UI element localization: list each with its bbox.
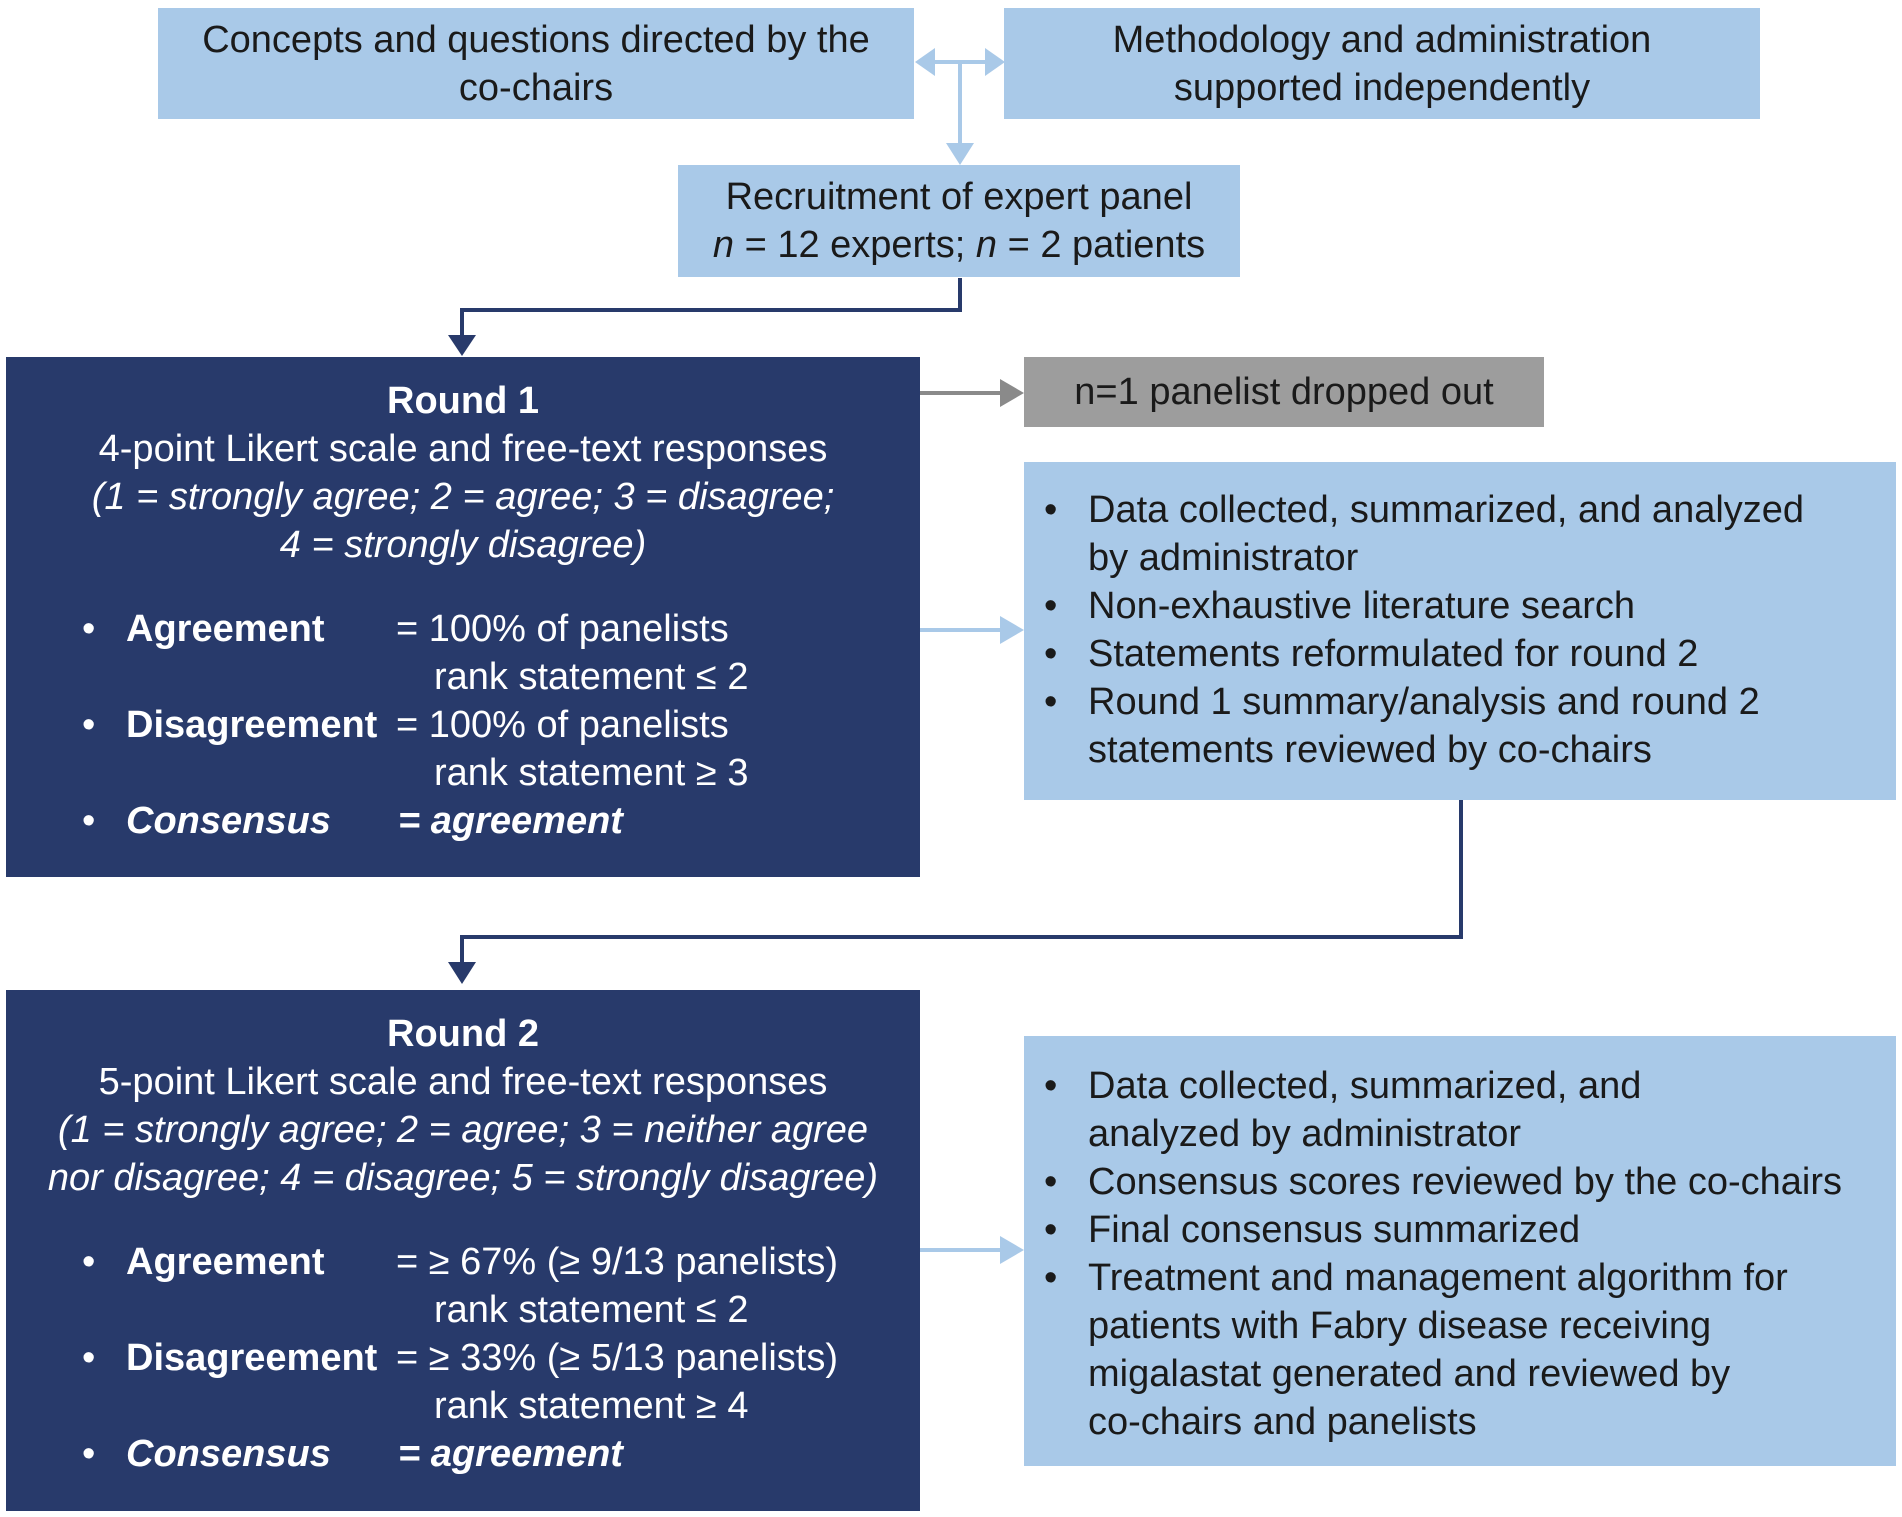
round1-disagreement-detail-row: rank statement ≥ 3 xyxy=(6,749,920,797)
arrow-round1-to-notes xyxy=(920,616,1024,644)
double-arrow-top xyxy=(915,48,1005,165)
round1-consensus-value: = agreement xyxy=(398,800,623,842)
round2-consensus-row: • Consensus = agreement xyxy=(6,1430,920,1478)
round2-scale-line1: (1 = strongly agree; 2 = agree; 3 = neit… xyxy=(57,1109,869,1151)
arrow-round1-to-dropout xyxy=(920,379,1024,407)
round2-agreement-detail-row: rank statement ≤ 2 xyxy=(6,1286,920,1334)
arrow-recruitment-to-round1 xyxy=(448,278,962,356)
co-chairs-box: Concepts and questions directed by the c… xyxy=(158,8,914,119)
n-symbol-experts: n xyxy=(712,224,735,266)
round2-disagreement-detail-row: rank statement ≥ 4 xyxy=(6,1382,920,1430)
round2-notes-box: Data collected, summarized, andanalyzed … xyxy=(1024,1036,1896,1466)
methodology-line1: Methodology and administration xyxy=(1112,18,1652,61)
round1-disagreement-detail: rank statement ≥ 3 xyxy=(434,752,749,794)
round2-scale-line2: nor disagree; 4 = disagree; 5 = strongly… xyxy=(47,1157,879,1199)
round1-disagreement-label: Disagreement xyxy=(126,704,378,746)
round1-agreement-value: = 100% of panelists xyxy=(396,608,729,650)
round2-subtitle: 5-point Likert scale and free-text respo… xyxy=(98,1061,828,1103)
round2-agreement-row: • Agreement = ≥ 67% (≥ 9/13 panelists) xyxy=(6,1238,920,1286)
round2-disagreement-row: • Disagreement = ≥ 33% (≥ 5/13 panelists… xyxy=(6,1334,920,1382)
round1-scale-line1: (1 = strongly agree; 2 = agree; 3 = disa… xyxy=(91,476,835,518)
recruitment-line2: n = 12 experts; n = 2 patients xyxy=(713,221,1205,269)
round2-disagreement-label: Disagreement xyxy=(126,1337,378,1379)
round1-consensus-label: Consensus xyxy=(126,800,331,842)
round1-agreement-label: Agreement xyxy=(126,608,325,650)
round1-disagreement-row: • Disagreement = 100% of panelists xyxy=(6,701,920,749)
round1-subtitle: 4-point Likert scale and free-text respo… xyxy=(98,428,828,470)
co-chairs-line1: Concepts and questions directed by the xyxy=(202,18,870,61)
round2-criteria: • Agreement = ≥ 67% (≥ 9/13 panelists) r… xyxy=(6,1238,920,1478)
round2-agreement-value: = ≥ 67% (≥ 9/13 panelists) xyxy=(396,1241,838,1283)
co-chairs-line2: co-chairs xyxy=(458,66,614,109)
round2-consensus-label: Consensus xyxy=(126,1433,331,1475)
round2-notes-list: Data collected, summarized, andanalyzed … xyxy=(1024,1062,1896,1446)
round1-disagreement-value: = 100% of panelists xyxy=(396,704,729,746)
round2-note-item: Consensus scores reviewed by the co-chai… xyxy=(1024,1158,1896,1206)
round1-note-item: Non-exhaustive literature search xyxy=(1024,582,1896,630)
round1-title: Round 1 xyxy=(387,380,539,422)
round1-notes-list: Data collected, summarized, and analyzed… xyxy=(1024,486,1896,774)
round1-box: Round 1 4-point Likert scale and free-te… xyxy=(6,357,920,877)
recruitment-line1: Recruitment of expert panel xyxy=(725,176,1193,218)
round2-disagreement-detail: rank statement ≥ 4 xyxy=(434,1385,749,1427)
round1-agreement-row: • Agreement = 100% of panelists xyxy=(6,605,920,653)
round1-consensus-row: • Consensus = agreement xyxy=(6,797,920,845)
round2-consensus-value: = agreement xyxy=(398,1433,623,1475)
round1-note-item: Statements reformulated for round 2 xyxy=(1024,630,1896,678)
patients-count: = 2 patients xyxy=(997,224,1206,266)
recruitment-box: Recruitment of expert panel n = 12 exper… xyxy=(678,165,1240,277)
round1-note-item: Data collected, summarized, and analyzed… xyxy=(1024,486,1896,582)
round2-note-item: Treatment and management algorithm forpa… xyxy=(1024,1254,1896,1446)
round2-disagreement-value: = ≥ 33% (≥ 5/13 panelists) xyxy=(396,1337,838,1379)
round2-agreement-label: Agreement xyxy=(126,1241,325,1283)
round1-agreement-detail: rank statement ≤ 2 xyxy=(434,656,749,698)
methodology-line2: supported independently xyxy=(1173,66,1591,109)
round1-criteria: • Agreement = 100% of panelists rank sta… xyxy=(6,605,920,845)
n-symbol-patients: n xyxy=(975,224,998,266)
round2-note-item: Final consensus summarized xyxy=(1024,1206,1896,1254)
round2-note-item: Data collected, summarized, andanalyzed … xyxy=(1024,1062,1896,1158)
round1-note-item: Round 1 summary/analysis and round 2stat… xyxy=(1024,678,1896,774)
arrow-round2-to-notes xyxy=(920,1236,1024,1264)
methodology-box: Methodology and administration supported… xyxy=(1004,8,1760,119)
round1-agreement-detail-row: rank statement ≤ 2 xyxy=(6,653,920,701)
dropout-box: n=1 panelist dropped out xyxy=(1024,357,1544,427)
dropout-text: n=1 panelist dropped out xyxy=(1074,371,1494,413)
round1-scale-line2: 4 = strongly disagree) xyxy=(279,524,647,566)
round2-agreement-detail: rank statement ≤ 2 xyxy=(434,1289,749,1331)
experts-count: = 12 experts; xyxy=(734,224,976,266)
round2-title: Round 2 xyxy=(387,1013,539,1055)
arrow-notes-to-round2 xyxy=(448,800,1463,984)
round2-box: Round 2 5-point Likert scale and free-te… xyxy=(6,990,920,1511)
round1-notes-box: Data collected, summarized, and analyzed… xyxy=(1024,462,1896,800)
